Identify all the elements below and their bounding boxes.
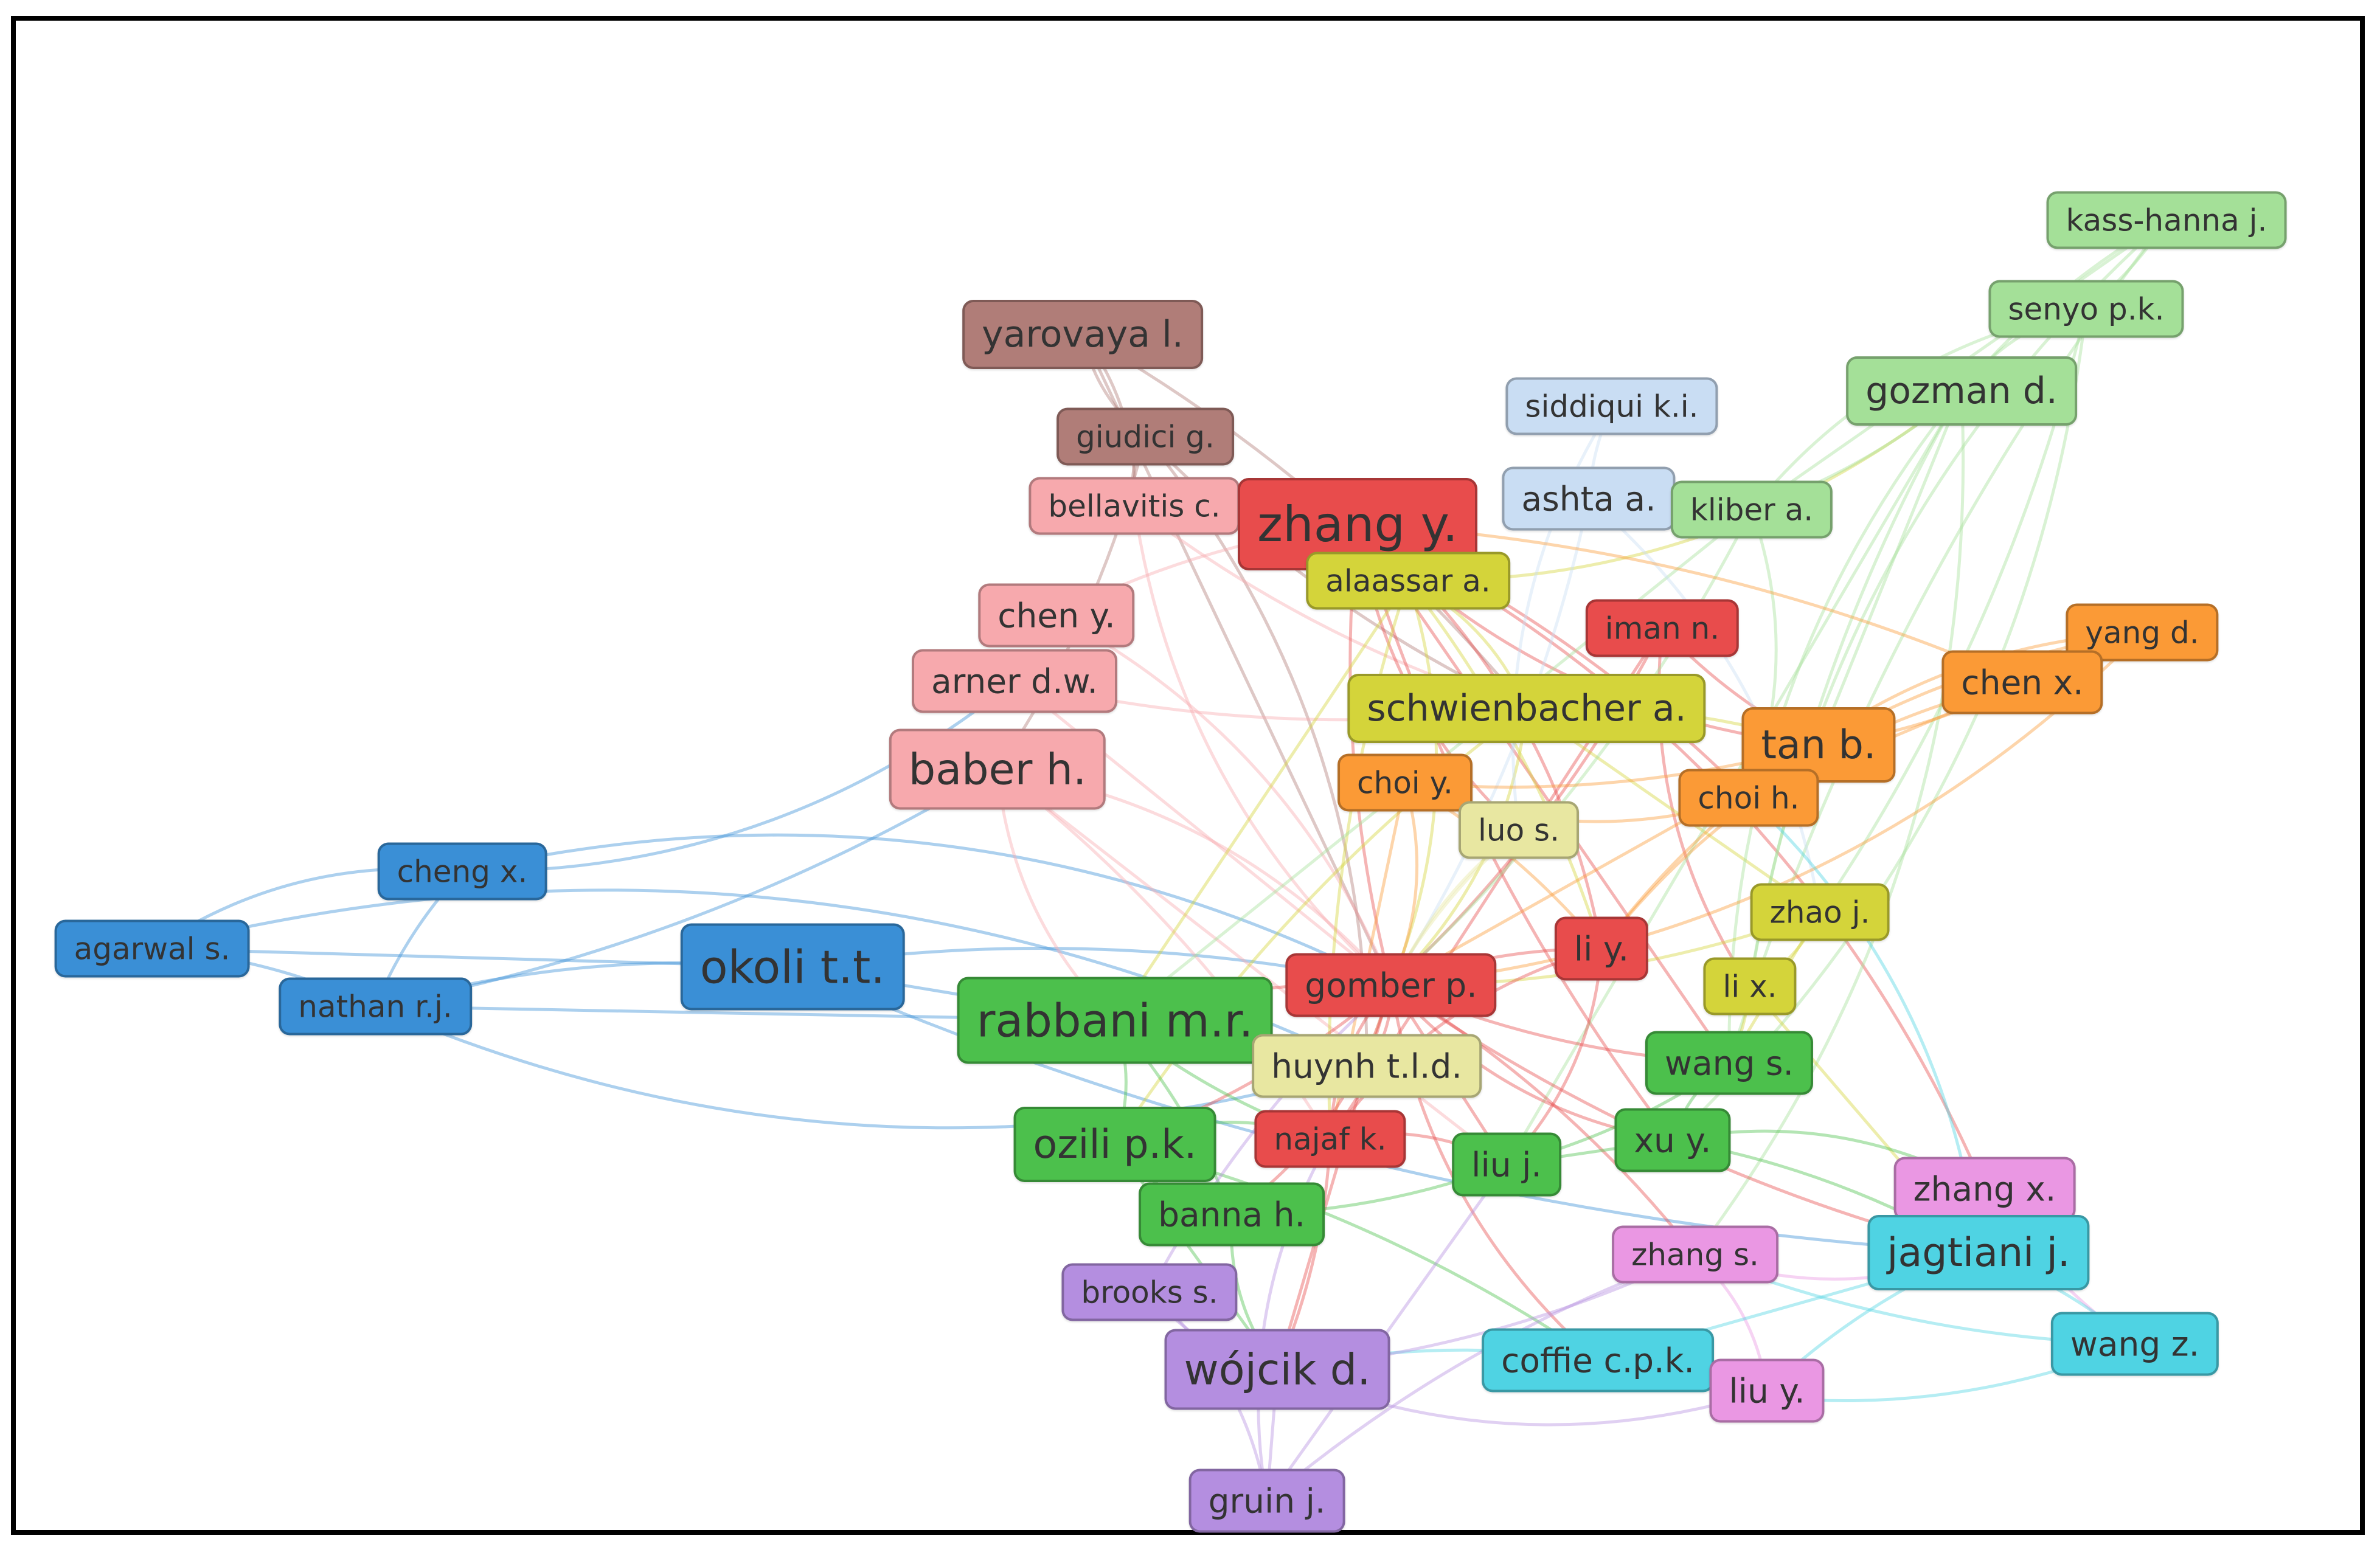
author-node-siddiqui[interactable]: siddiqui k.i. (1505, 377, 1718, 435)
author-node-zhang-x[interactable]: zhang x. (1893, 1157, 2076, 1221)
author-node-wojcik[interactable]: wójcik d. (1164, 1329, 1390, 1410)
edge-ashta-gomber (1389, 498, 1591, 986)
edge-chen-y-gomber (1055, 614, 1393, 986)
author-node-iman[interactable]: iman n. (1585, 599, 1740, 657)
author-node-gruin[interactable]: gruin j. (1188, 1469, 1345, 1533)
edge-siddiqui-luo (1511, 405, 1614, 831)
edge-gozman-zhang-s (1694, 390, 1965, 1256)
edge-bellavitis-gomber (1133, 505, 1392, 986)
edge-gozman-tan-b (1817, 390, 1963, 746)
author-node-baber[interactable]: baber h. (889, 728, 1106, 810)
author-node-alaassar[interactable]: alaassar a. (1306, 552, 1510, 610)
author-node-wang-z[interactable]: wang z. (2050, 1312, 2219, 1376)
author-node-senyo[interactable]: senyo p.k. (1988, 280, 2184, 338)
author-node-kliber[interactable]: kliber a. (1670, 480, 1833, 539)
edge-yang-d-gomber (1390, 631, 2143, 987)
author-node-agarwal[interactable]: agarwal s. (54, 919, 250, 978)
edge-alaassar-rabbani (1113, 580, 1410, 1022)
edge-arner-gomber (1013, 680, 1392, 986)
author-node-schwienbacher[interactable]: schwienbacher a. (1347, 674, 1706, 743)
author-node-gozman[interactable]: gozman d. (1846, 356, 2077, 426)
author-node-kass-hanna[interactable]: kass-hanna j. (2046, 191, 2287, 249)
author-node-choi-y[interactable]: choi y. (1337, 753, 1473, 812)
author-node-brooks[interactable]: brooks s. (1061, 1263, 1238, 1321)
author-node-liu-j[interactable]: liu j. (1452, 1132, 1561, 1197)
author-node-arner[interactable]: arner d.w. (912, 649, 1117, 713)
author-node-chen-x[interactable]: chen x. (1941, 650, 2103, 714)
author-node-huynh[interactable]: huynh t.l.d. (1252, 1034, 1482, 1098)
author-node-xu-y[interactable]: xu y. (1614, 1108, 1731, 1172)
author-node-rabbani[interactable]: rabbani m.r. (957, 977, 1273, 1064)
edge-kliber-gomber (1390, 508, 1754, 986)
author-node-cheng[interactable]: cheng x. (377, 842, 547, 901)
author-node-choi-h[interactable]: choi h. (1678, 769, 1819, 827)
author-node-luo[interactable]: luo s. (1458, 801, 1580, 859)
author-node-banna[interactable]: banna h. (1139, 1182, 1325, 1247)
author-node-zhao[interactable]: zhao j. (1750, 883, 1890, 941)
author-node-chen-y[interactable]: chen y. (978, 583, 1135, 648)
author-node-coffie[interactable]: coffie c.p.k. (1482, 1328, 1714, 1393)
author-node-yarovaya[interactable]: yarovaya l. (962, 300, 1203, 369)
author-node-wang-s[interactable]: wang s. (1645, 1031, 1814, 1095)
edge-gozman-wang-s (1727, 390, 1963, 1064)
author-node-okoli[interactable]: okoli t.t. (680, 923, 905, 1011)
author-node-giudici[interactable]: giudici g. (1056, 407, 1234, 466)
edge-nathan-baber (375, 767, 999, 1008)
author-node-li-y[interactable]: li y. (1554, 916, 1649, 981)
edge-alaassar-li-y (1407, 580, 1603, 949)
edge-cheng-gomber (462, 833, 1392, 987)
edge-ashta-zhao (1587, 497, 1822, 913)
author-node-najaf[interactable]: najaf k. (1254, 1110, 1406, 1168)
edge-baber-liu-j (996, 768, 1508, 1166)
author-node-ashta[interactable]: ashta a. (1502, 466, 1676, 531)
author-node-nathan[interactable]: nathan r.j. (279, 977, 472, 1036)
edge-schwienbacher-gomber (1390, 708, 1528, 986)
author-node-gomber[interactable]: gomber p. (1285, 953, 1497, 1017)
author-node-liu-y[interactable]: liu y. (1709, 1358, 1825, 1423)
author-node-zhang-s[interactable]: zhang s. (1612, 1225, 1778, 1284)
author-node-jagtiani[interactable]: jagtiani j. (1867, 1215, 2090, 1290)
author-node-ozili[interactable]: ozili p.k. (1013, 1107, 1216, 1182)
author-node-bellavitis[interactable]: bellavitis c. (1029, 477, 1240, 535)
edge-nathan-huynh (375, 1005, 1367, 1130)
author-node-li-x[interactable]: li x. (1703, 957, 1797, 1015)
